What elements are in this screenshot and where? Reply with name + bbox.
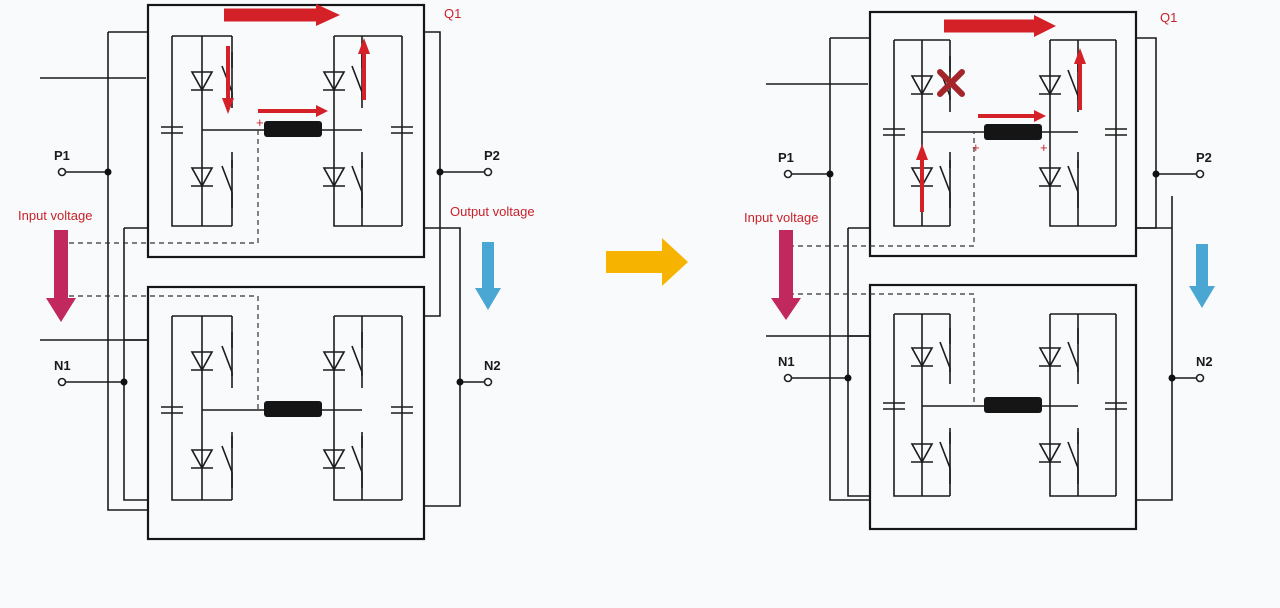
arrow-right-icon — [606, 238, 688, 286]
upper-inductor — [984, 124, 1042, 140]
label-q1: Q1 — [444, 6, 461, 21]
output-voltage-arrow — [1189, 244, 1215, 308]
label-p2: P2 — [1196, 150, 1212, 165]
label-q1: Q1 — [1160, 10, 1177, 25]
label-input-voltage: Input voltage — [744, 210, 818, 225]
lower-inductor — [984, 397, 1042, 413]
upper-module-box — [868, 10, 1138, 258]
upper-inductor — [264, 121, 322, 137]
label-p1: P1 — [54, 148, 70, 163]
lower-module-box — [868, 283, 1138, 531]
terminal-n2 — [483, 377, 493, 387]
svg-text:+: + — [256, 115, 264, 130]
terminal-p1 — [783, 169, 793, 179]
svg-text:+: + — [972, 140, 980, 155]
input-voltage-arrow — [771, 230, 801, 320]
svg-text:+: + — [1040, 140, 1048, 155]
cross-mark-icon — [937, 69, 965, 97]
terminal-p1 — [57, 167, 67, 177]
label-n2: N2 — [484, 358, 501, 373]
input-voltage-arrow — [46, 230, 76, 322]
terminal-n1 — [783, 373, 793, 383]
terminal-n2 — [1195, 373, 1205, 383]
lower-module-box — [146, 285, 426, 541]
normal-mode-circuit: + — [18, 3, 535, 541]
output-voltage-arrow — [475, 242, 501, 310]
terminal-p2 — [1195, 169, 1205, 179]
lower-inductor — [264, 401, 322, 417]
label-output-voltage: Output voltage — [450, 204, 535, 219]
current-path-arrows — [222, 4, 370, 117]
terminal-p2 — [483, 167, 493, 177]
terminal-n1 — [57, 377, 67, 387]
current-path-arrows — [916, 15, 1086, 212]
fault-mode-circuit: + + — [744, 10, 1215, 531]
label-n1: N1 — [778, 354, 795, 369]
label-p2: P2 — [484, 148, 500, 163]
label-p1: P1 — [778, 150, 794, 165]
label-n2: N2 — [1196, 354, 1213, 369]
label-n1: N1 — [54, 358, 71, 373]
label-input-voltage: Input voltage — [18, 208, 92, 223]
upper-module-box — [146, 3, 426, 259]
